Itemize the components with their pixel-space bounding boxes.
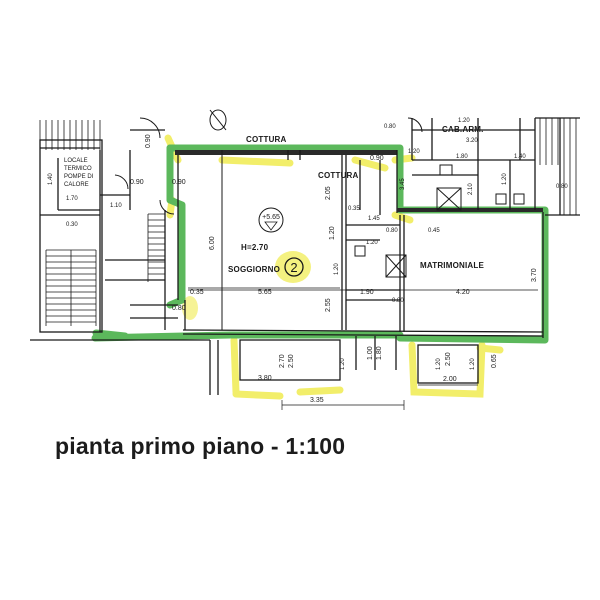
dimension-lines bbox=[188, 289, 538, 410]
dim-label: 0.30 bbox=[66, 222, 78, 228]
dim-label: 1.80 bbox=[456, 154, 468, 160]
dim-label: 5.65 bbox=[258, 289, 272, 296]
fixtures bbox=[114, 117, 525, 278]
dim-label: 0.80 bbox=[392, 298, 404, 304]
shaft-box-1 bbox=[436, 187, 462, 211]
room-label-cab-arm: CAB.ARM. bbox=[442, 125, 484, 134]
room-label-locale-3: POMPE DI bbox=[64, 174, 94, 180]
dim-label: 1.40 bbox=[514, 154, 526, 160]
door-swing-3 bbox=[114, 174, 129, 190]
room-label-soggiorno: SOGGIORNO bbox=[228, 265, 280, 274]
dim-label: 1.20 bbox=[408, 149, 420, 155]
dim-label: 0.90 bbox=[130, 179, 144, 186]
room-height: H=2.70 bbox=[241, 243, 269, 252]
sink-2 bbox=[513, 193, 525, 205]
dim-label: 2.70 bbox=[279, 354, 286, 368]
room-label-matrimoniale: MATRIMONIALE bbox=[420, 261, 484, 270]
dim-label: 0.90 bbox=[370, 155, 384, 162]
dim-label: 3.20 bbox=[466, 138, 478, 144]
dim-label: 0.35 bbox=[190, 289, 204, 296]
section-marks bbox=[209, 109, 227, 131]
dim-label: 1.20 bbox=[334, 263, 340, 275]
dim-label: 1.45 bbox=[368, 216, 380, 222]
dim-label: 1.20 bbox=[436, 358, 442, 370]
room-label-cottura-top: COTTURA bbox=[246, 135, 287, 144]
dim-label: 2.10 bbox=[468, 183, 474, 195]
room-number-marker: 2 bbox=[284, 257, 304, 277]
dim-label: 1.20 bbox=[329, 226, 336, 240]
dimension-labels: 0.90 0.90 0.90 0.90 1.40 1.70 1.10 0.30 … bbox=[48, 118, 568, 404]
dim-label: 3.70 bbox=[531, 268, 538, 282]
room-labels: SOGGIORNO H=2.70 COTTURA COTTURA MATRIMO… bbox=[64, 125, 484, 274]
dim-label: 0.45 bbox=[428, 228, 440, 234]
door-swing-2 bbox=[407, 117, 423, 133]
dim-label: 1.20 bbox=[458, 118, 470, 124]
room-label-cottura: COTTURA bbox=[318, 171, 359, 180]
dim-label: 1.00 bbox=[367, 346, 374, 360]
dim-label: 2.50 bbox=[288, 354, 295, 368]
dim-label: 0.80 bbox=[172, 305, 186, 312]
dim-label: 2.05 bbox=[325, 186, 332, 200]
stairs-top-left bbox=[39, 120, 101, 150]
appliance bbox=[439, 164, 453, 176]
dim-label: 2.50 bbox=[445, 352, 452, 366]
room-number: 2 bbox=[290, 260, 297, 275]
dim-label: 1.40 bbox=[48, 173, 54, 185]
stairs bbox=[39, 118, 577, 326]
dim-label: 1.20 bbox=[470, 358, 476, 370]
dim-label: 0.80 bbox=[556, 184, 568, 190]
room-label-locale-2: TERMICO bbox=[64, 166, 92, 172]
dim-label: 6.00 bbox=[209, 236, 216, 250]
stairs-left bbox=[45, 249, 97, 326]
dim-label: 2.55 bbox=[325, 298, 332, 312]
stairs-center bbox=[147, 213, 165, 282]
dim-label: 1.20 bbox=[340, 358, 346, 370]
plan-caption: pianta primo piano - 1:100 bbox=[55, 433, 346, 459]
sink-1 bbox=[495, 193, 507, 205]
dim-label: 3.80 bbox=[258, 375, 272, 382]
dim-label: 1.70 bbox=[66, 196, 78, 202]
dim-label: 1.20 bbox=[502, 173, 508, 185]
shaft-box-2 bbox=[385, 254, 407, 278]
dim-label: 1.10 bbox=[110, 203, 122, 209]
dim-label: 1.90 bbox=[360, 289, 374, 296]
dim-label: 0.65 bbox=[491, 354, 498, 368]
walls bbox=[30, 117, 580, 395]
level-text: +5.65 bbox=[262, 214, 280, 221]
dim-label: 4.20 bbox=[456, 289, 470, 296]
dim-label: 3.35 bbox=[310, 397, 324, 404]
dim-label: 0.90 bbox=[172, 179, 186, 186]
dim-label: 0.90 bbox=[145, 134, 152, 148]
room-label-locale-1: LOCALE bbox=[64, 158, 88, 164]
dim-label: 0.80 bbox=[386, 228, 398, 234]
dim-label: 0.80 bbox=[384, 124, 396, 130]
door-swing-1 bbox=[139, 117, 161, 139]
dim-label: 3.45 bbox=[400, 178, 406, 190]
dim-label: 1.80 bbox=[376, 346, 383, 360]
dim-label: 2.00 bbox=[443, 376, 457, 383]
dim-label: 1.20 bbox=[366, 240, 378, 246]
dim-label: 0.35 bbox=[348, 206, 360, 212]
sink-3 bbox=[354, 245, 366, 257]
stairs-top-right bbox=[539, 118, 577, 215]
door-swing-4 bbox=[159, 199, 175, 215]
room-label-locale-4: CALORE bbox=[64, 182, 89, 188]
level-marker: +5.65 bbox=[258, 207, 284, 233]
